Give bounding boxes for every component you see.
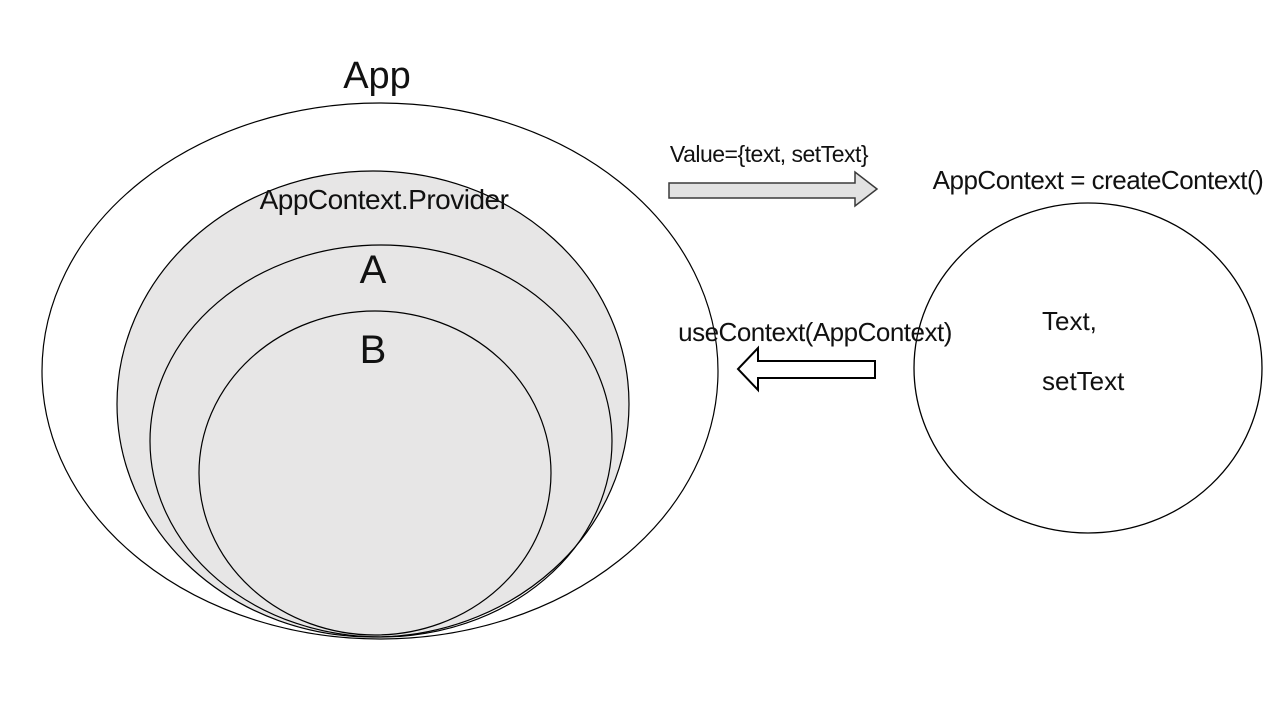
value-arrow-right-icon — [668, 170, 879, 208]
create-context-label: AppContext = createContext() — [932, 165, 1264, 195]
provider-label: AppContext.Provider — [259, 184, 509, 215]
value-arrow-label: Value={text, setText} — [669, 141, 869, 167]
component-b-label: B — [359, 328, 387, 372]
usecontext-arrow-label: useContext(AppContext) — [678, 317, 952, 347]
state-settext-label: setText — [1042, 366, 1125, 396]
state-text-label: Text, — [1042, 306, 1097, 336]
app-label: App — [343, 55, 411, 97]
provider-ellipse — [116, 170, 630, 638]
component-b-ellipse — [198, 310, 552, 636]
component-a-label: A — [359, 248, 387, 292]
usecontext-arrow-left-icon — [736, 345, 876, 393]
context-circle — [913, 202, 1263, 534]
component-a-ellipse — [149, 244, 613, 638]
